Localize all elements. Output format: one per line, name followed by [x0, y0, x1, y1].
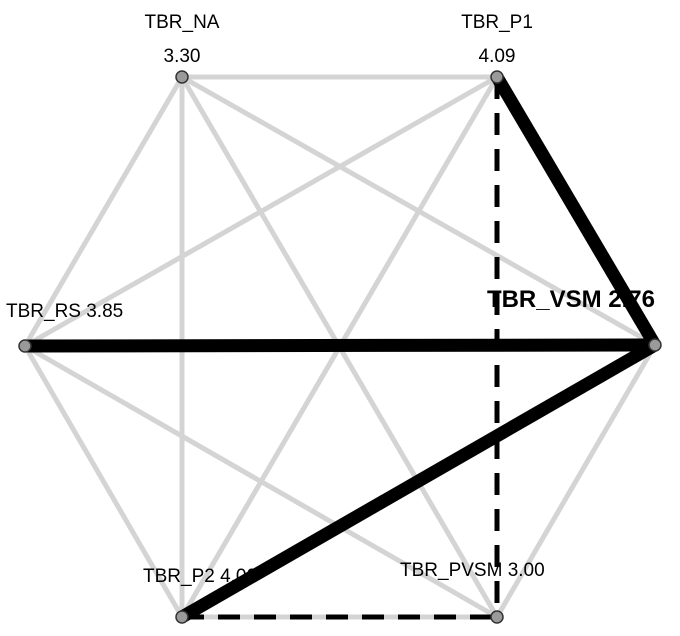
node-label-tbr-vsm: TBR_VSM 2.76 — [487, 286, 655, 313]
node-label-tbr-pvsm: TBR_PVSM 3.00 — [400, 560, 545, 581]
node-label-tbr-p1-name: TBR_P1 — [461, 12, 533, 33]
node-tbr-p1 — [490, 70, 504, 84]
strong-edges-group — [24, 73, 661, 623]
nodes-group — [18, 70, 662, 624]
node-tbr-vsm — [648, 338, 662, 352]
edge-strong-tbr-rs-tbr-vsm — [24, 338, 656, 353]
node-label-tbr-p1-value: 4.09 — [479, 46, 516, 67]
edge-strong-tbr-vsm-tbr-p2 — [178, 339, 659, 623]
node-label-tbr-na-value: 3.30 — [164, 46, 201, 67]
edge-tbr-vsm-tbr-pvsm — [494, 343, 658, 619]
node-tbr-rs — [18, 339, 32, 353]
node-tbr-p2 — [175, 610, 189, 624]
edge-tbr-p1-tbr-rs — [23, 74, 499, 349]
node-tbr-na — [175, 70, 189, 84]
node-label-tbr-p2: TBR_P2 4.00 — [143, 566, 257, 587]
edge-tbr-rs-tbr-p2 — [22, 344, 185, 619]
edge-tbr-rs-tbr-pvsm — [23, 343, 499, 620]
node-label-tbr-rs: TBR_RS 3.85 — [6, 301, 123, 322]
node-tbr-pvsm — [490, 610, 504, 624]
node-label-tbr-na-name: TBR_NA — [145, 12, 220, 33]
edge-tbr-na-tbr-rs — [22, 75, 185, 348]
edge-strong-tbr-p1-tbr-vsm — [491, 73, 661, 349]
